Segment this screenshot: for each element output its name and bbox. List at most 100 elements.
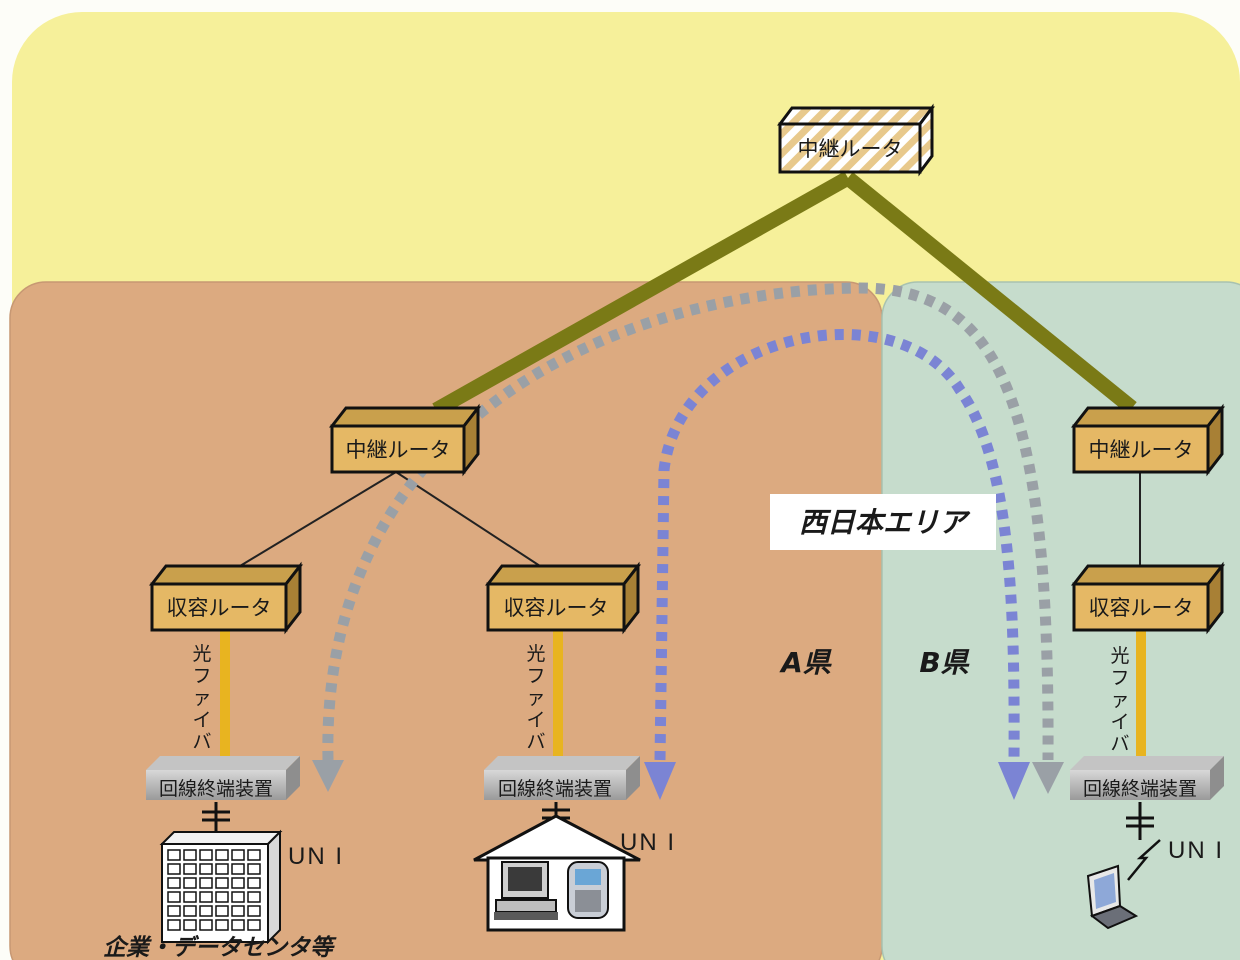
ont-a1: 回線終端装置 [146,756,300,800]
ont-b: 回線終端装置 [1070,756,1224,800]
building-window [199,849,213,861]
ont-a1-side [286,756,300,800]
trunk-links [432,171,1137,417]
ont-a2-top [484,756,640,770]
building-window [215,905,229,917]
trunk-link-a [432,171,852,417]
building-window [199,891,213,903]
router-relay-b-label: 中継ルータ [1089,438,1194,462]
router-relay-b-front [1072,424,1210,474]
router-relay-a-top [328,406,482,428]
router-relay-b: 中継ルータ [1070,403,1226,477]
ont-a1-top [146,756,300,770]
router-access-a2-label: 収容ルータ [504,596,609,620]
building-window [231,877,245,889]
building-window [183,863,197,875]
area-label: 西日本エリア [799,506,971,539]
building-window [199,919,213,931]
home-icon [473,814,641,932]
router-access-a1: 収容ルータ [148,561,304,635]
building-window [231,891,245,903]
access-links [239,471,1141,567]
building-window [247,905,261,917]
ont-b-top [1070,756,1224,770]
prefecture-b-label: B県 [919,646,969,679]
fiber-label-b: 光ファイバ [1110,645,1129,755]
blue-path [654,329,1020,761]
building-window [247,919,261,931]
building-window [215,849,229,861]
arrowhead-gray-b [1032,762,1064,794]
building-window [167,891,181,903]
router-relay-a-front [330,424,466,474]
ont-b-side [1210,756,1224,800]
building-window [215,877,229,889]
building-window [199,877,213,889]
building-window [215,919,229,931]
ont-b-label: 回線終端装置 [1083,778,1197,800]
link-relay-a-access-a2 [395,471,541,567]
fiber-label-a1: 光ファイバ [192,643,211,753]
ont-a1-label: 回線終端装置 [159,778,273,800]
router-access-a1-top [148,564,304,586]
building-window [215,891,229,903]
link-relay-a-access-a1 [239,471,397,567]
building-window [231,905,245,917]
building-window [167,863,181,875]
arrowhead-blue-b [998,762,1030,800]
building-window [167,919,181,931]
building-window [167,877,181,889]
router-top-relay-front [778,122,922,174]
router-relay-a: 中継ルータ [328,403,482,477]
trunk-link-b [843,172,1137,414]
building-window [199,905,213,917]
building-window [247,863,261,875]
building-window [231,863,245,875]
fiber-label-a2: 光ファイバ [526,643,545,753]
ont-a2-label: 回線終端装置 [498,778,612,800]
fiber-lines [220,630,1146,760]
building-window [183,891,197,903]
uni-connector-b [1126,802,1154,840]
building-window [167,905,181,917]
uni-label-a2: UN I [620,829,676,856]
area-label-box [770,494,996,550]
ont-a2-side [626,756,640,800]
arrowhead-blue-a2 [644,762,676,800]
building-window [199,863,213,875]
arrowhead-gray-a1 [312,760,344,792]
laptop-icon [1086,864,1139,930]
uni-label-a1: UN I [288,843,344,870]
ont-b-front [1070,770,1210,800]
prefecture-a-region [9,281,883,960]
building-window [247,877,261,889]
prefecture-a-label: A県 [779,646,832,679]
uni-connector-a1 [202,802,230,832]
ont-a1-front [146,770,286,800]
router-access-b: 収容ルータ [1070,561,1226,635]
building-window [215,863,229,875]
uni-label-b: UN I [1168,837,1224,864]
path-arrowheads [312,760,1064,800]
building-window [231,919,245,931]
router-access-a2: 収容ルータ [484,561,642,635]
router-top-relay-top [777,106,935,126]
building-icon [159,829,283,945]
desktop-pc-icon [494,861,558,920]
building-window [183,849,197,861]
router-access-b-label: 収容ルータ [1089,596,1194,620]
router-access-a2-front [486,582,626,632]
wireless-signal-icon [1127,839,1161,881]
building-window [183,919,197,931]
building-window [231,849,245,861]
building-window [183,905,197,917]
enterprise-caption: 企業・データセンタ等 [103,934,337,960]
router-relay-a-label: 中継ルータ [346,438,451,462]
building-window [247,849,261,861]
building-window [167,849,181,861]
ont-a2: 回線終端装置 [484,756,640,800]
router-access-a1-front [150,582,288,632]
router-relay-b-top [1070,406,1226,428]
